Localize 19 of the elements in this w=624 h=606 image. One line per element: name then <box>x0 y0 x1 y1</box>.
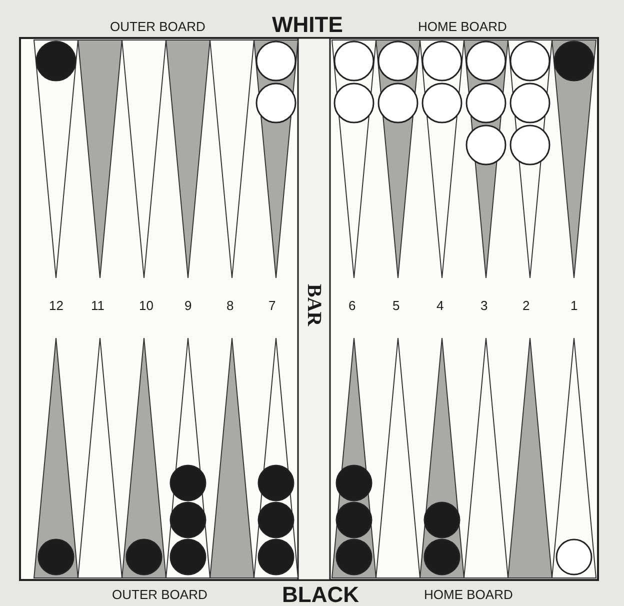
home-board-label: HOME BOARD <box>424 588 513 601</box>
point-number: 9 <box>184 299 192 312</box>
player-label: WHITE <box>272 14 343 36</box>
point-number: 12 <box>49 299 64 312</box>
point-number: 8 <box>226 299 234 312</box>
point-number: 5 <box>392 299 400 312</box>
bar-label: BAR <box>304 284 324 326</box>
home-board-label: HOME BOARD <box>418 20 507 33</box>
point-number: 2 <box>522 299 530 312</box>
point-number: 4 <box>436 299 444 312</box>
outer-board-label: OUTER BOARD <box>110 20 206 33</box>
point-number: 6 <box>348 299 356 312</box>
player-label: BLACK <box>282 584 359 606</box>
outer-board-label: OUTER BOARD <box>112 588 208 601</box>
point-number: 7 <box>268 299 276 312</box>
point-number: 3 <box>480 299 488 312</box>
point-number: 11 <box>91 299 104 312</box>
point-number: 1 <box>570 299 578 312</box>
point-number: 10 <box>139 299 154 312</box>
